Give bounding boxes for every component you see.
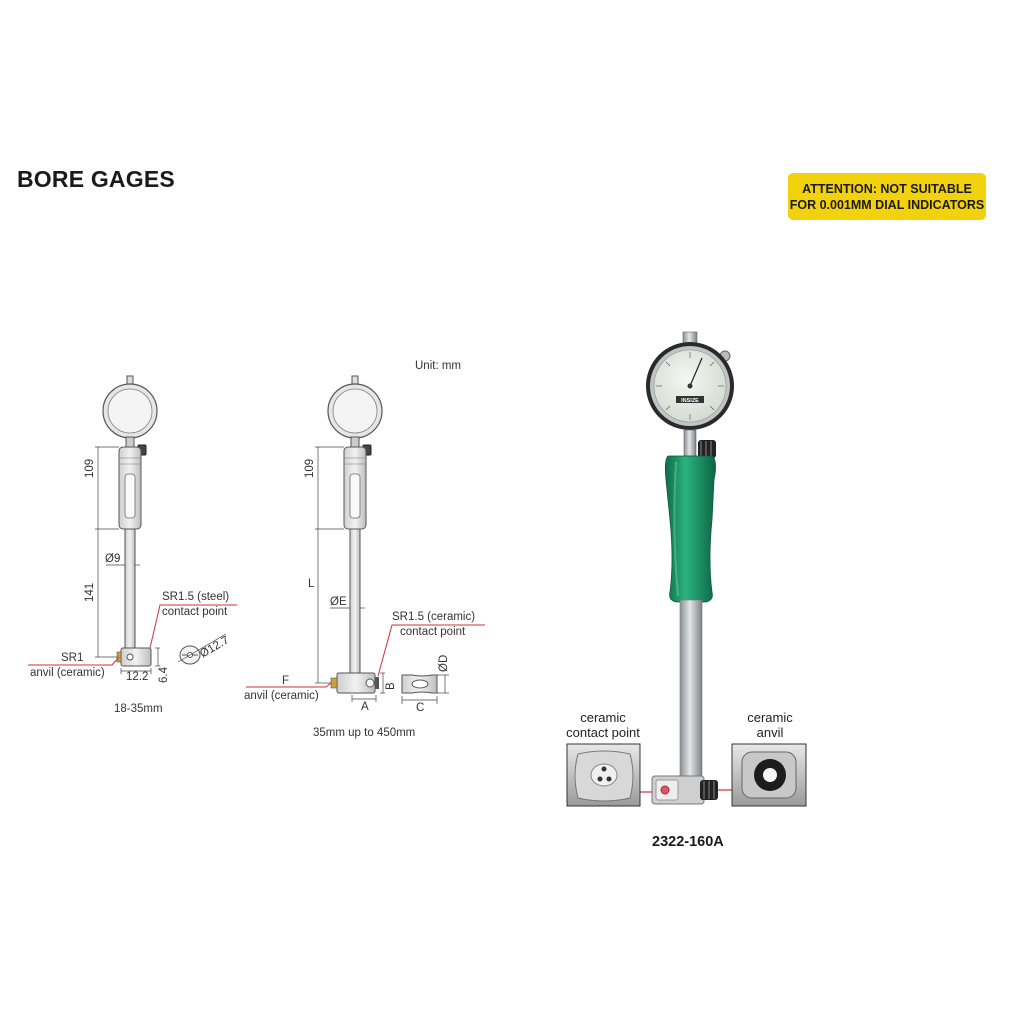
drawing-1 xyxy=(28,375,237,674)
dim-a-drawing-2: A xyxy=(361,701,369,713)
anvil-label-drawing-1: anvil (ceramic) xyxy=(30,667,105,679)
right-caption-line-2: anvil xyxy=(756,725,784,740)
right-caption-line-1: ceramic xyxy=(747,710,793,725)
anvil-label-drawing-2: anvil (ceramic) xyxy=(244,690,319,702)
anvil-f-drawing-2: F xyxy=(282,675,290,687)
page-title: BORE GAGES xyxy=(17,166,175,192)
drawing-2 xyxy=(246,375,485,704)
left-caption-line-1: ceramic xyxy=(580,710,626,725)
range-drawing-2: 35mm up to 450mm xyxy=(313,727,416,739)
attention-line-1: ATTENTION: NOT SUITABLE xyxy=(802,181,972,196)
dim-109-drawing-1: 109 xyxy=(84,458,96,478)
dim-width-drawing-1: 12.2 xyxy=(126,671,149,683)
dia-rod-drawing-2: ØE xyxy=(330,596,347,608)
dial-brand: INSIZE xyxy=(681,398,699,404)
attention-line-2: FOR 0.001MM DIAL INDICATORS xyxy=(789,197,985,212)
dim-height-drawing-1: 6.4 xyxy=(158,667,170,683)
dim-c-drawing-2: C xyxy=(416,702,425,714)
dim-b-drawing-2: B xyxy=(385,682,397,690)
contact-label-2-drawing-2: contact point xyxy=(400,626,466,638)
dia-d-drawing-2: ØD xyxy=(438,654,450,672)
model-number: 2322-160A xyxy=(652,834,724,850)
dim-l-drawing-2: L xyxy=(308,578,315,590)
contact-label-drawing-2: SR1.5 (ceramic) xyxy=(392,611,476,623)
unit-label: Unit: mm xyxy=(415,360,461,372)
left-caption-line-2: contact point xyxy=(566,725,640,740)
bore-gauge-photo: INSIZE xyxy=(640,331,734,805)
left-caption: ceramic contact point xyxy=(560,710,646,740)
right-caption: ceramic anvil xyxy=(734,710,806,740)
contact-label-2-drawing-1: contact point xyxy=(162,606,228,618)
anvil-sr-drawing-1: SR1 xyxy=(61,652,84,664)
inset-anvil xyxy=(731,743,807,807)
dim-109-drawing-2: 109 xyxy=(304,458,316,478)
contact-label-drawing-1: SR1.5 (steel) xyxy=(162,591,230,603)
inset-contact-point xyxy=(566,743,641,807)
dim-141-drawing-1: 141 xyxy=(84,582,96,602)
dia-rod-drawing-1: Ø9 xyxy=(105,553,121,565)
attention-badge: ATTENTION: NOT SUITABLE FOR 0.001MM DIAL… xyxy=(788,173,986,220)
range-drawing-1: 18-35mm xyxy=(114,703,163,715)
